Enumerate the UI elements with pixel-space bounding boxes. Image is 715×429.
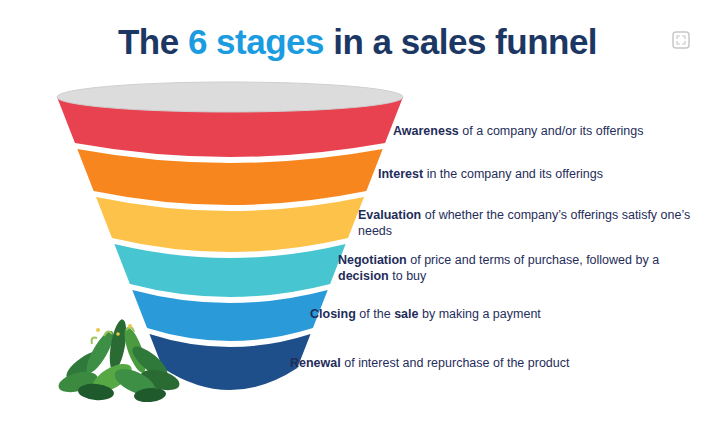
band-fill xyxy=(96,197,364,252)
expand-icon xyxy=(673,32,689,48)
band-shape xyxy=(40,79,420,163)
funnel-rim xyxy=(57,82,403,112)
plant xyxy=(56,318,181,403)
stage-label: Awareness of a company and/or its offeri… xyxy=(393,123,705,139)
funnel-band: Closing of the sale by making a payment xyxy=(40,272,420,347)
band-fill xyxy=(77,149,382,205)
funnel-band: Awareness of a company and/or its offeri… xyxy=(40,79,420,163)
funnel-band: Renewal of interest and repurchase of th… xyxy=(40,316,420,396)
stage-label: Interest in the company and its offering… xyxy=(378,166,705,182)
stage-label: Evaluation of whether the company’s offe… xyxy=(358,207,705,239)
title: The 6 stages in a sales funnel xyxy=(0,22,715,62)
band-fill xyxy=(132,290,327,341)
stage-label: Negotiation of price and terms of purcha… xyxy=(338,252,705,284)
band-fill xyxy=(114,244,345,297)
stage-label: Renewal of interest and repurchase of th… xyxy=(290,355,705,371)
funnel-band: Evaluation of whether the company’s offe… xyxy=(40,179,420,258)
band-fill xyxy=(149,334,310,390)
stage-label: Closing of the sale by making a payment xyxy=(310,306,705,322)
